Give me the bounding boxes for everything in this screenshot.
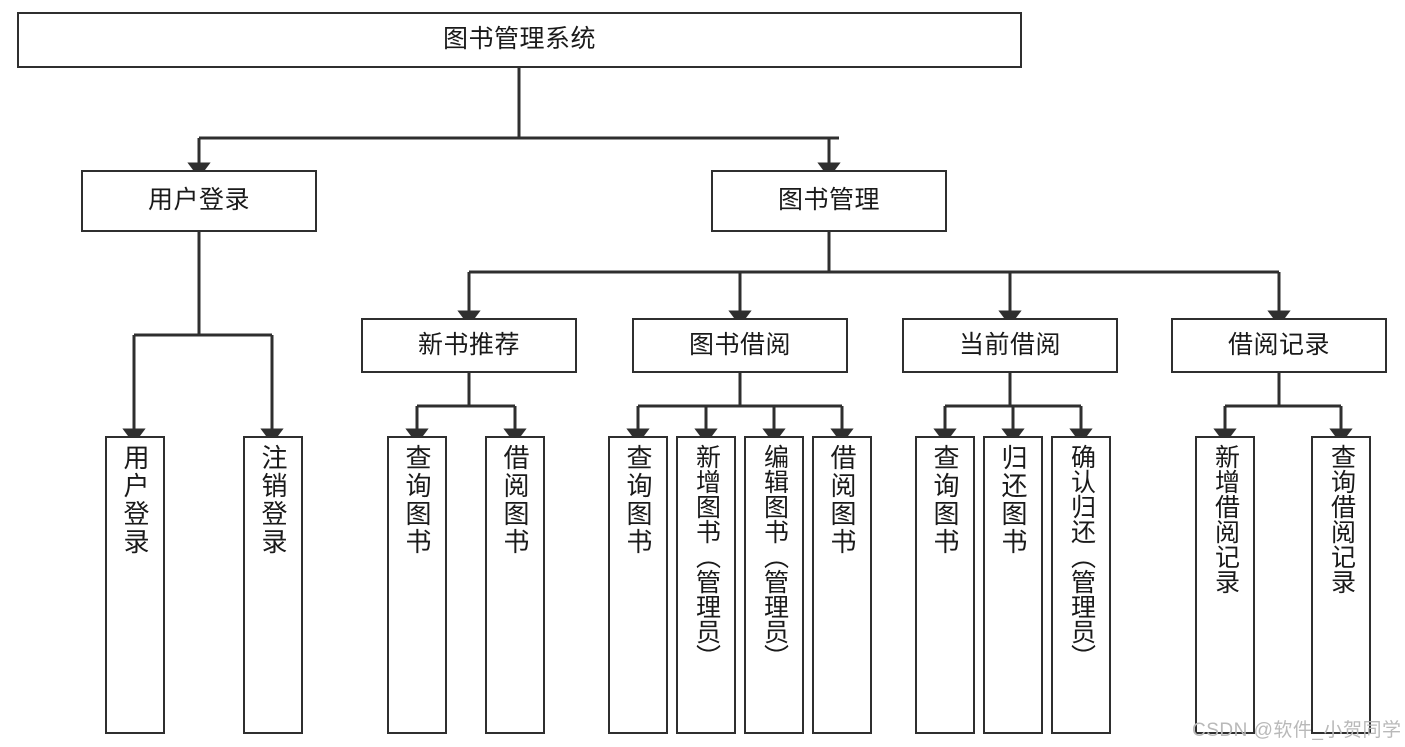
node-book-borrow[interactable]: 图书借阅: [632, 318, 848, 373]
leaf-borrow-lend-book-label: 借阅图书: [827, 444, 857, 556]
node-current-borrow[interactable]: 当前借阅: [902, 318, 1118, 373]
leaf-newbook-query-book[interactable]: 查询图书: [387, 436, 447, 734]
leaf-borrow-add-book-admin[interactable]: 新增图书（管理员）: [676, 436, 736, 734]
leaf-borrow-add-book-admin-label: 新增图书（管理员）: [692, 444, 721, 669]
node-book-management-label: 图书管理: [777, 186, 880, 215]
leaf-borrow-lend-book[interactable]: 借阅图书: [812, 436, 872, 734]
leaf-current-query-book[interactable]: 查询图书: [915, 436, 975, 734]
leaf-records-add-record[interactable]: 新增借阅记录: [1195, 436, 1255, 734]
leaf-borrow-query-book[interactable]: 查询图书: [608, 436, 668, 734]
leaf-logout[interactable]: 注销登录: [243, 436, 303, 734]
leaf-current-query-book-label: 查询图书: [930, 444, 960, 556]
leaf-user-login[interactable]: 用户登录: [105, 436, 165, 734]
leaf-newbook-borrow-book-label: 借阅图书: [500, 444, 530, 556]
node-user-login[interactable]: 用户登录: [81, 170, 317, 232]
node-root-label: 图书管理系统: [442, 25, 596, 54]
leaf-current-return-book-label: 归还图书: [998, 444, 1028, 556]
node-borrow-records[interactable]: 借阅记录: [1171, 318, 1387, 373]
leaf-current-confirm-return-admin-label: 确认归还（管理员）: [1067, 444, 1096, 669]
leaf-records-query-record[interactable]: 查询借阅记录: [1311, 436, 1371, 734]
leaf-borrow-query-book-label: 查询图书: [623, 444, 653, 556]
leaf-newbook-query-book-label: 查询图书: [402, 444, 432, 556]
leaf-user-login-label: 用户登录: [120, 444, 150, 556]
leaf-current-confirm-return-admin[interactable]: 确认归还（管理员）: [1051, 436, 1111, 734]
leaf-logout-label: 注销登录: [258, 444, 288, 556]
leaf-newbook-borrow-book[interactable]: 借阅图书: [485, 436, 545, 734]
node-root[interactable]: 图书管理系统: [17, 12, 1022, 68]
leaf-records-query-record-label: 查询借阅记录: [1327, 444, 1356, 594]
node-new-book-recommend[interactable]: 新书推荐: [361, 318, 577, 373]
leaf-records-add-record-label: 新增借阅记录: [1211, 444, 1240, 594]
node-user-login-label: 用户登录: [147, 186, 250, 215]
leaf-current-return-book[interactable]: 归还图书: [983, 436, 1043, 734]
node-borrow-records-label: 借阅记录: [1227, 330, 1330, 359]
node-book-management[interactable]: 图书管理: [711, 170, 947, 232]
leaf-borrow-edit-book-admin-label: 编辑图书（管理员）: [760, 444, 789, 669]
node-new-book-recommend-label: 新书推荐: [417, 330, 520, 359]
node-current-borrow-label: 当前借阅: [958, 330, 1061, 359]
leaf-borrow-edit-book-admin[interactable]: 编辑图书（管理员）: [744, 436, 804, 734]
node-book-borrow-label: 图书借阅: [688, 330, 791, 359]
csdn-watermark: CSDN @软件_小贺同学: [1192, 720, 1402, 741]
